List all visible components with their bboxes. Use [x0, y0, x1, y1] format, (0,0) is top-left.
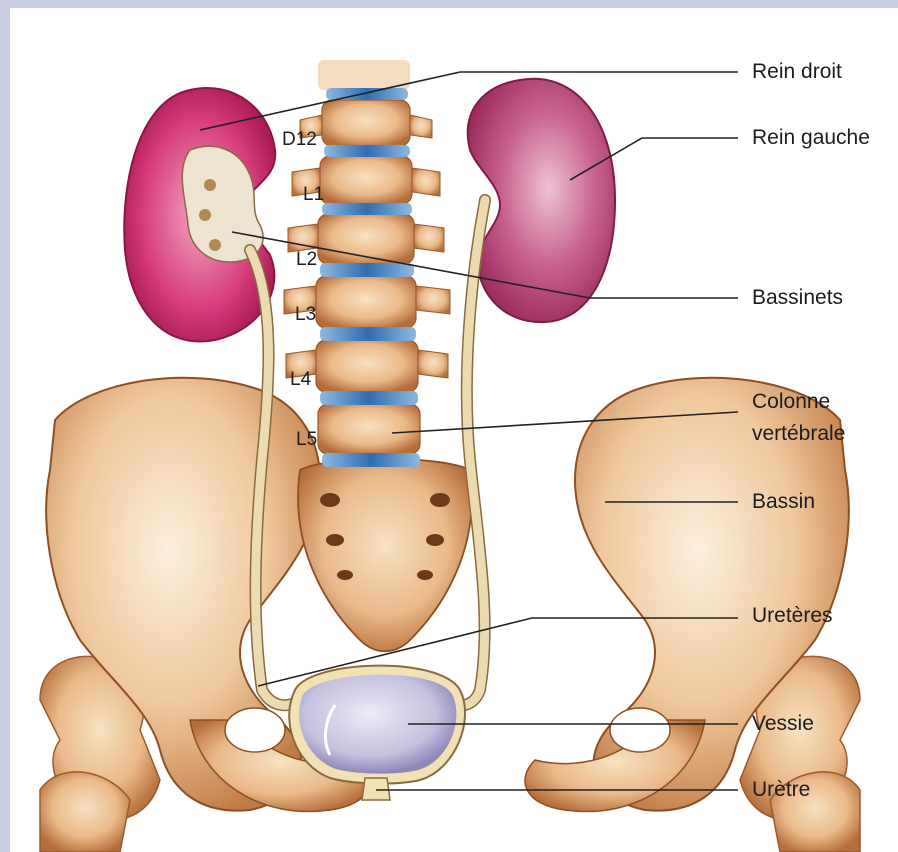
label-l4: L4: [290, 369, 312, 390]
label-bassin: Bassin: [752, 490, 815, 513]
label-l2: L2: [296, 249, 317, 270]
label-uretre: Urètre: [752, 778, 810, 801]
label-l3: L3: [295, 304, 316, 325]
label-ureteres: Uretères: [752, 604, 833, 627]
urinary-system-illustration: D12 L1 L2 L3 L4 L5 Rein droit Rein gauch…: [10, 8, 898, 852]
label-l1: L1: [303, 184, 324, 205]
label-bassinets: Bassinets: [752, 286, 843, 309]
label-colonne-line1: Colonne: [752, 390, 830, 413]
label-colonne-line2: vertébrale: [752, 422, 845, 445]
diagram-frame: D12 L1 L2 L3 L4 L5 Rein droit Rein gauch…: [10, 8, 898, 852]
label-rein-gauche: Rein gauche: [752, 126, 870, 149]
label-rein-droit: Rein droit: [752, 60, 842, 83]
label-l5: L5: [296, 429, 317, 450]
label-d12: D12: [282, 129, 317, 150]
right-kidney: [124, 88, 275, 341]
label-vessie: Vessie: [752, 712, 814, 735]
